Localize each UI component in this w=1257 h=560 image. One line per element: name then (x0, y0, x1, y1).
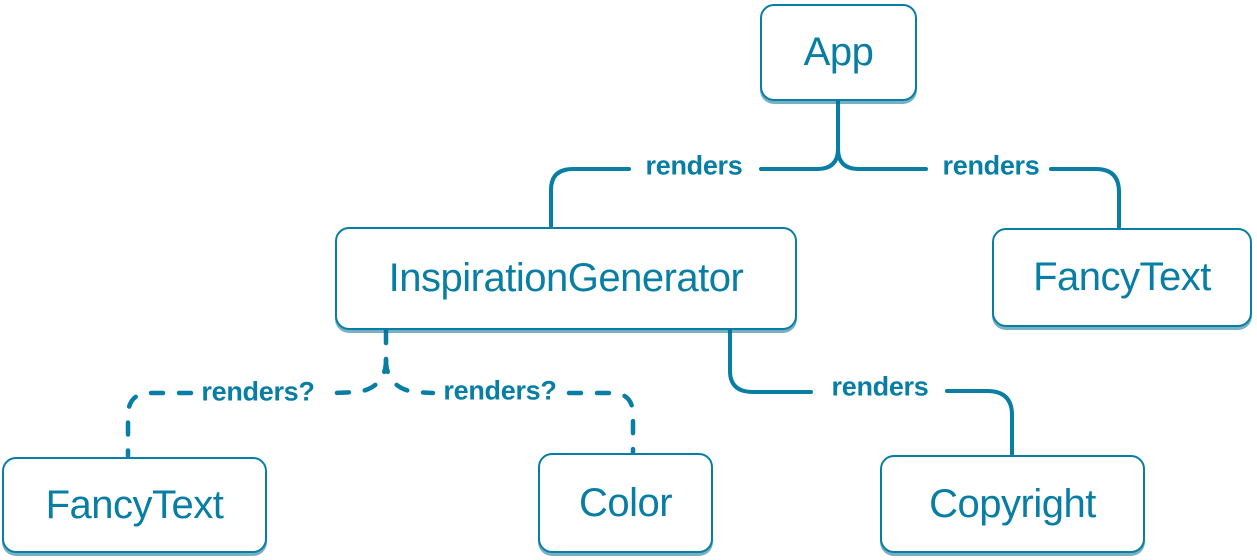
edge-label-inspirationgenerator-copyright: renders (831, 371, 929, 402)
edge-inspirationgenerator-fancytext-2 (125, 390, 194, 459)
edge-label-app-inspirationgenerator: renders (645, 150, 743, 181)
edge-label-inspirationgenerator-fancytext: renders? (201, 376, 315, 407)
node-copyright: Copyright (880, 455, 1145, 553)
edge-inspirationgenerator-fancytext-1 (330, 357, 389, 396)
edge-label-app-fancytext: renders (942, 150, 1040, 181)
edge-inspirationgenerator-color-1 (383, 357, 436, 396)
edge-app-inspirationgenerator-1 (759, 99, 840, 171)
node-fancy-text-bottom: FancyText (2, 457, 267, 553)
edge-app-fancytext-2 (1049, 167, 1121, 231)
edge-app-fancytext-1 (836, 147, 928, 171)
node-app: App (760, 4, 917, 101)
edge-inspirationgenerator-copyright-1 (728, 329, 813, 394)
edge-label-inspirationgenerator-color: renders? (443, 375, 557, 406)
edge-inspirationgenerator-color-2 (566, 390, 636, 455)
edge-app-inspirationgenerator-2 (549, 167, 631, 230)
node-inspiration-generator: InspirationGenerator (335, 227, 797, 330)
edge-inspirationgenerator-copyright-2 (945, 389, 1014, 458)
node-color: Color (538, 453, 713, 553)
node-fancy-text-top: FancyText (992, 228, 1252, 327)
